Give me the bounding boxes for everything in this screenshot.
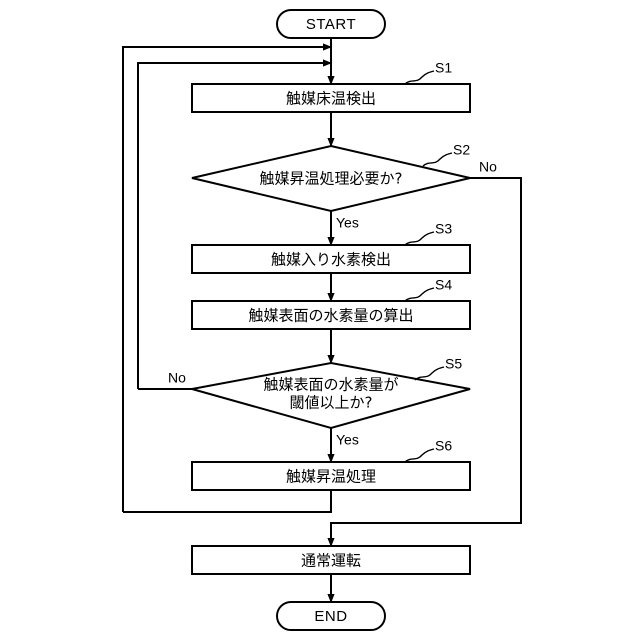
s5-leader-line (414, 366, 445, 381)
node-s2: 触媒昇温処理必要か? S2 No Yes (191, 142, 497, 231)
s3-box-label: 触媒入り水素検出 (271, 251, 391, 269)
connector-s2-no-to-normal-operation (327, 177, 522, 547)
node-s4: 触媒表面の水素量の算出 S4 (191, 277, 471, 330)
s3-step-label: S3 (435, 221, 452, 237)
s1-step-label: S1 (435, 60, 452, 76)
s4-box-shape (191, 300, 471, 330)
end-terminal-label: END (314, 608, 347, 625)
s1-box-shape (191, 83, 471, 113)
s6-box-shape (191, 461, 471, 491)
normal-operation-box-shape (191, 545, 471, 575)
start-terminal-shape (276, 9, 386, 39)
s3-leader-line (404, 231, 435, 246)
s5-branch-no-label: No (168, 370, 186, 386)
s2-step-label: S2 (453, 142, 470, 158)
node-s3: 触媒入り水素検出 S3 (191, 221, 471, 274)
s2-branch-no-label: No (479, 159, 497, 175)
s5-diamond-label-line2: 閾値以上か? (290, 394, 373, 412)
node-start: START (276, 9, 386, 39)
connector-s6-to-feedback (123, 490, 332, 513)
end-terminal-shape (276, 601, 386, 631)
s6-leader-line (404, 448, 435, 463)
s2-diamond-shape (191, 144, 471, 213)
s6-box-label: 触媒昇温処理 (286, 468, 376, 486)
s4-box-label: 触媒表面の水素量の算出 (248, 307, 413, 325)
s1-box-label: 触媒床温検出 (286, 90, 376, 108)
s3-box-shape (191, 244, 471, 274)
s4-step-label: S4 (435, 277, 452, 293)
node-normal-operation: 通常運転 (191, 545, 471, 575)
node-end: END (276, 601, 386, 631)
connector-feedback-inner-s5-no (137, 59, 332, 389)
s1-leader-line (404, 70, 435, 85)
s5-diamond-label-line1: 触媒表面の水素量が (263, 376, 398, 394)
s5-diamond-shape (191, 361, 471, 430)
s2-branch-yes-label: Yes (336, 215, 359, 231)
normal-operation-box-label: 通常運転 (301, 552, 361, 570)
node-s6: 触媒昇温処理 S6 (191, 438, 471, 491)
node-s1: 触媒床温検出 S1 (191, 60, 471, 113)
s2-diamond-label: 触媒昇温処理必要か? (260, 170, 403, 188)
s2-leader-line (422, 152, 453, 167)
node-s5: 触媒表面の水素量が 閾値以上か? S5 No Yes (168, 356, 471, 448)
start-terminal-label: START (306, 16, 356, 33)
s5-branch-yes-label: Yes (336, 432, 359, 448)
connector-feedback-outer (122, 43, 332, 512)
s5-step-label: S5 (445, 356, 462, 372)
s4-leader-line (404, 287, 435, 302)
s6-step-label: S6 (435, 438, 452, 454)
